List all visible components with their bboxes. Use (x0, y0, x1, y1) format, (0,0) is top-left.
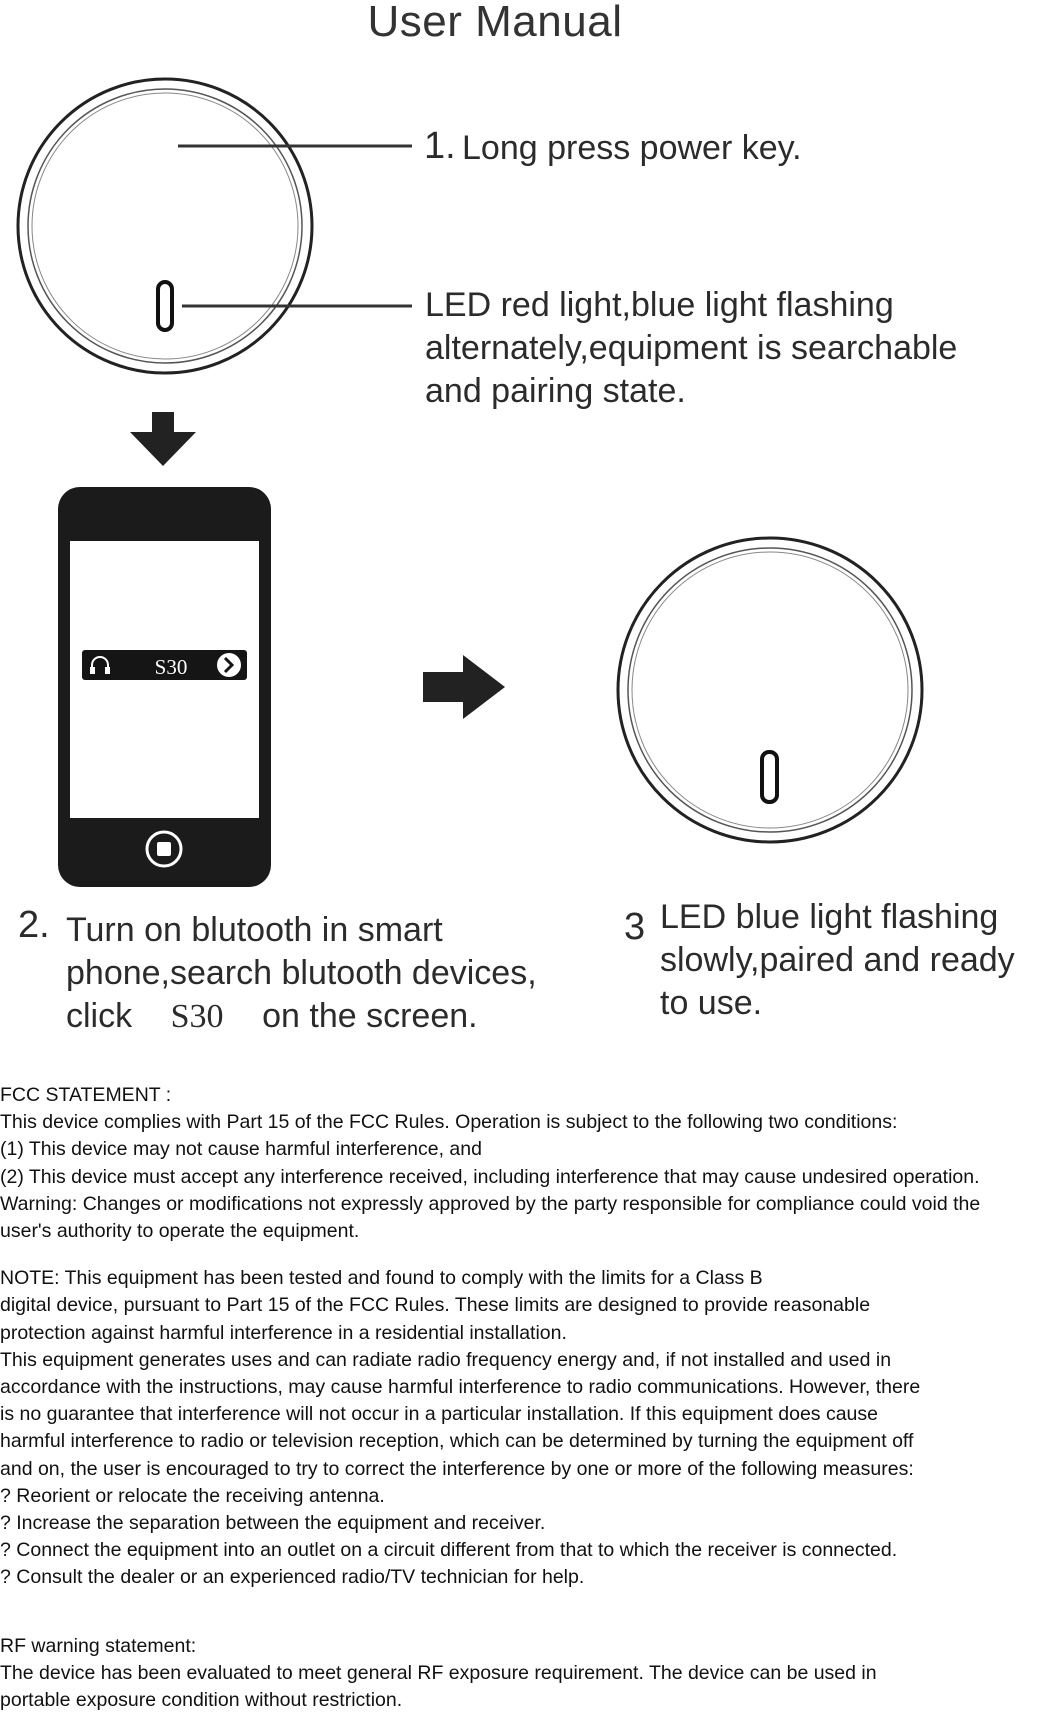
phone-icon (58, 487, 271, 887)
note-line: digital device, pursuant to Part 15 of t… (0, 1294, 871, 1317)
arrow-down-icon (130, 412, 196, 466)
rf-warning-line: The device has been evaluated to meet ge… (0, 1661, 877, 1684)
measure-item: ? Increase the separation between the eq… (0, 1512, 546, 1535)
chevron-right-icon (217, 653, 241, 677)
fcc-line: (2) This device must accept any interfer… (0, 1165, 980, 1188)
note-line: harmful interference to radio or televis… (0, 1430, 914, 1453)
step-2-text: Turn on blutooth in smart phone,search b… (66, 909, 537, 1038)
note-line: and on, the user is encouraged to try to… (0, 1457, 914, 1480)
note-line: protection against harmful interference … (0, 1321, 567, 1344)
fcc-statement-section: FCC STATEMENT : This device complies wit… (0, 1082, 1047, 1714)
note-line: is no guarantee that interference will n… (0, 1403, 878, 1426)
measure-item: ? Connect the equipment into an outlet o… (0, 1539, 898, 1562)
step-2-number: 2. (18, 904, 50, 946)
device-list-item[interactable]: S30 (82, 650, 247, 680)
device-icon (16, 77, 314, 375)
step-1-number: 1. (424, 125, 456, 167)
step-3-number: 3 (624, 906, 646, 948)
device-name-inline: S30 (170, 998, 224, 1035)
measure-item: ? Consult the dealer or an experienced r… (0, 1566, 585, 1589)
headphone-icon (90, 656, 110, 674)
note-line: accordance with the instructions, may ca… (0, 1376, 921, 1399)
note-line: This equipment generates uses and can ra… (0, 1348, 892, 1371)
step-1-label: Long press power key. (462, 129, 802, 167)
fcc-line: (1) This device may not cause harmful in… (0, 1138, 482, 1161)
rf-warning-line: RF warning statement: (0, 1634, 197, 1657)
measure-item: ? Reorient or relocate the receiving ant… (0, 1484, 385, 1507)
device-paired-icon (616, 536, 924, 844)
fcc-line: This device complies with Part 15 of the… (0, 1111, 898, 1134)
rf-warning-line: portable exposure condition without rest… (0, 1689, 403, 1712)
page-title: User Manual (367, 0, 623, 46)
note-line: NOTE: This equipment has been tested and… (0, 1267, 763, 1290)
arrow-right-icon (423, 655, 505, 719)
fcc-line: Warning: Changes or modifications not ex… (0, 1192, 981, 1215)
setup-illustration: S30 (16, 77, 924, 887)
step-3-text: LED blue light flashing slowly,paired an… (660, 898, 1015, 1022)
led-searchable-text: LED red light,blue light flashing altern… (425, 286, 958, 410)
fcc-line: FCC STATEMENT : (0, 1084, 172, 1106)
device-name-label: S30 (155, 655, 188, 679)
fcc-line: user's authority to operate the equipmen… (0, 1220, 360, 1243)
